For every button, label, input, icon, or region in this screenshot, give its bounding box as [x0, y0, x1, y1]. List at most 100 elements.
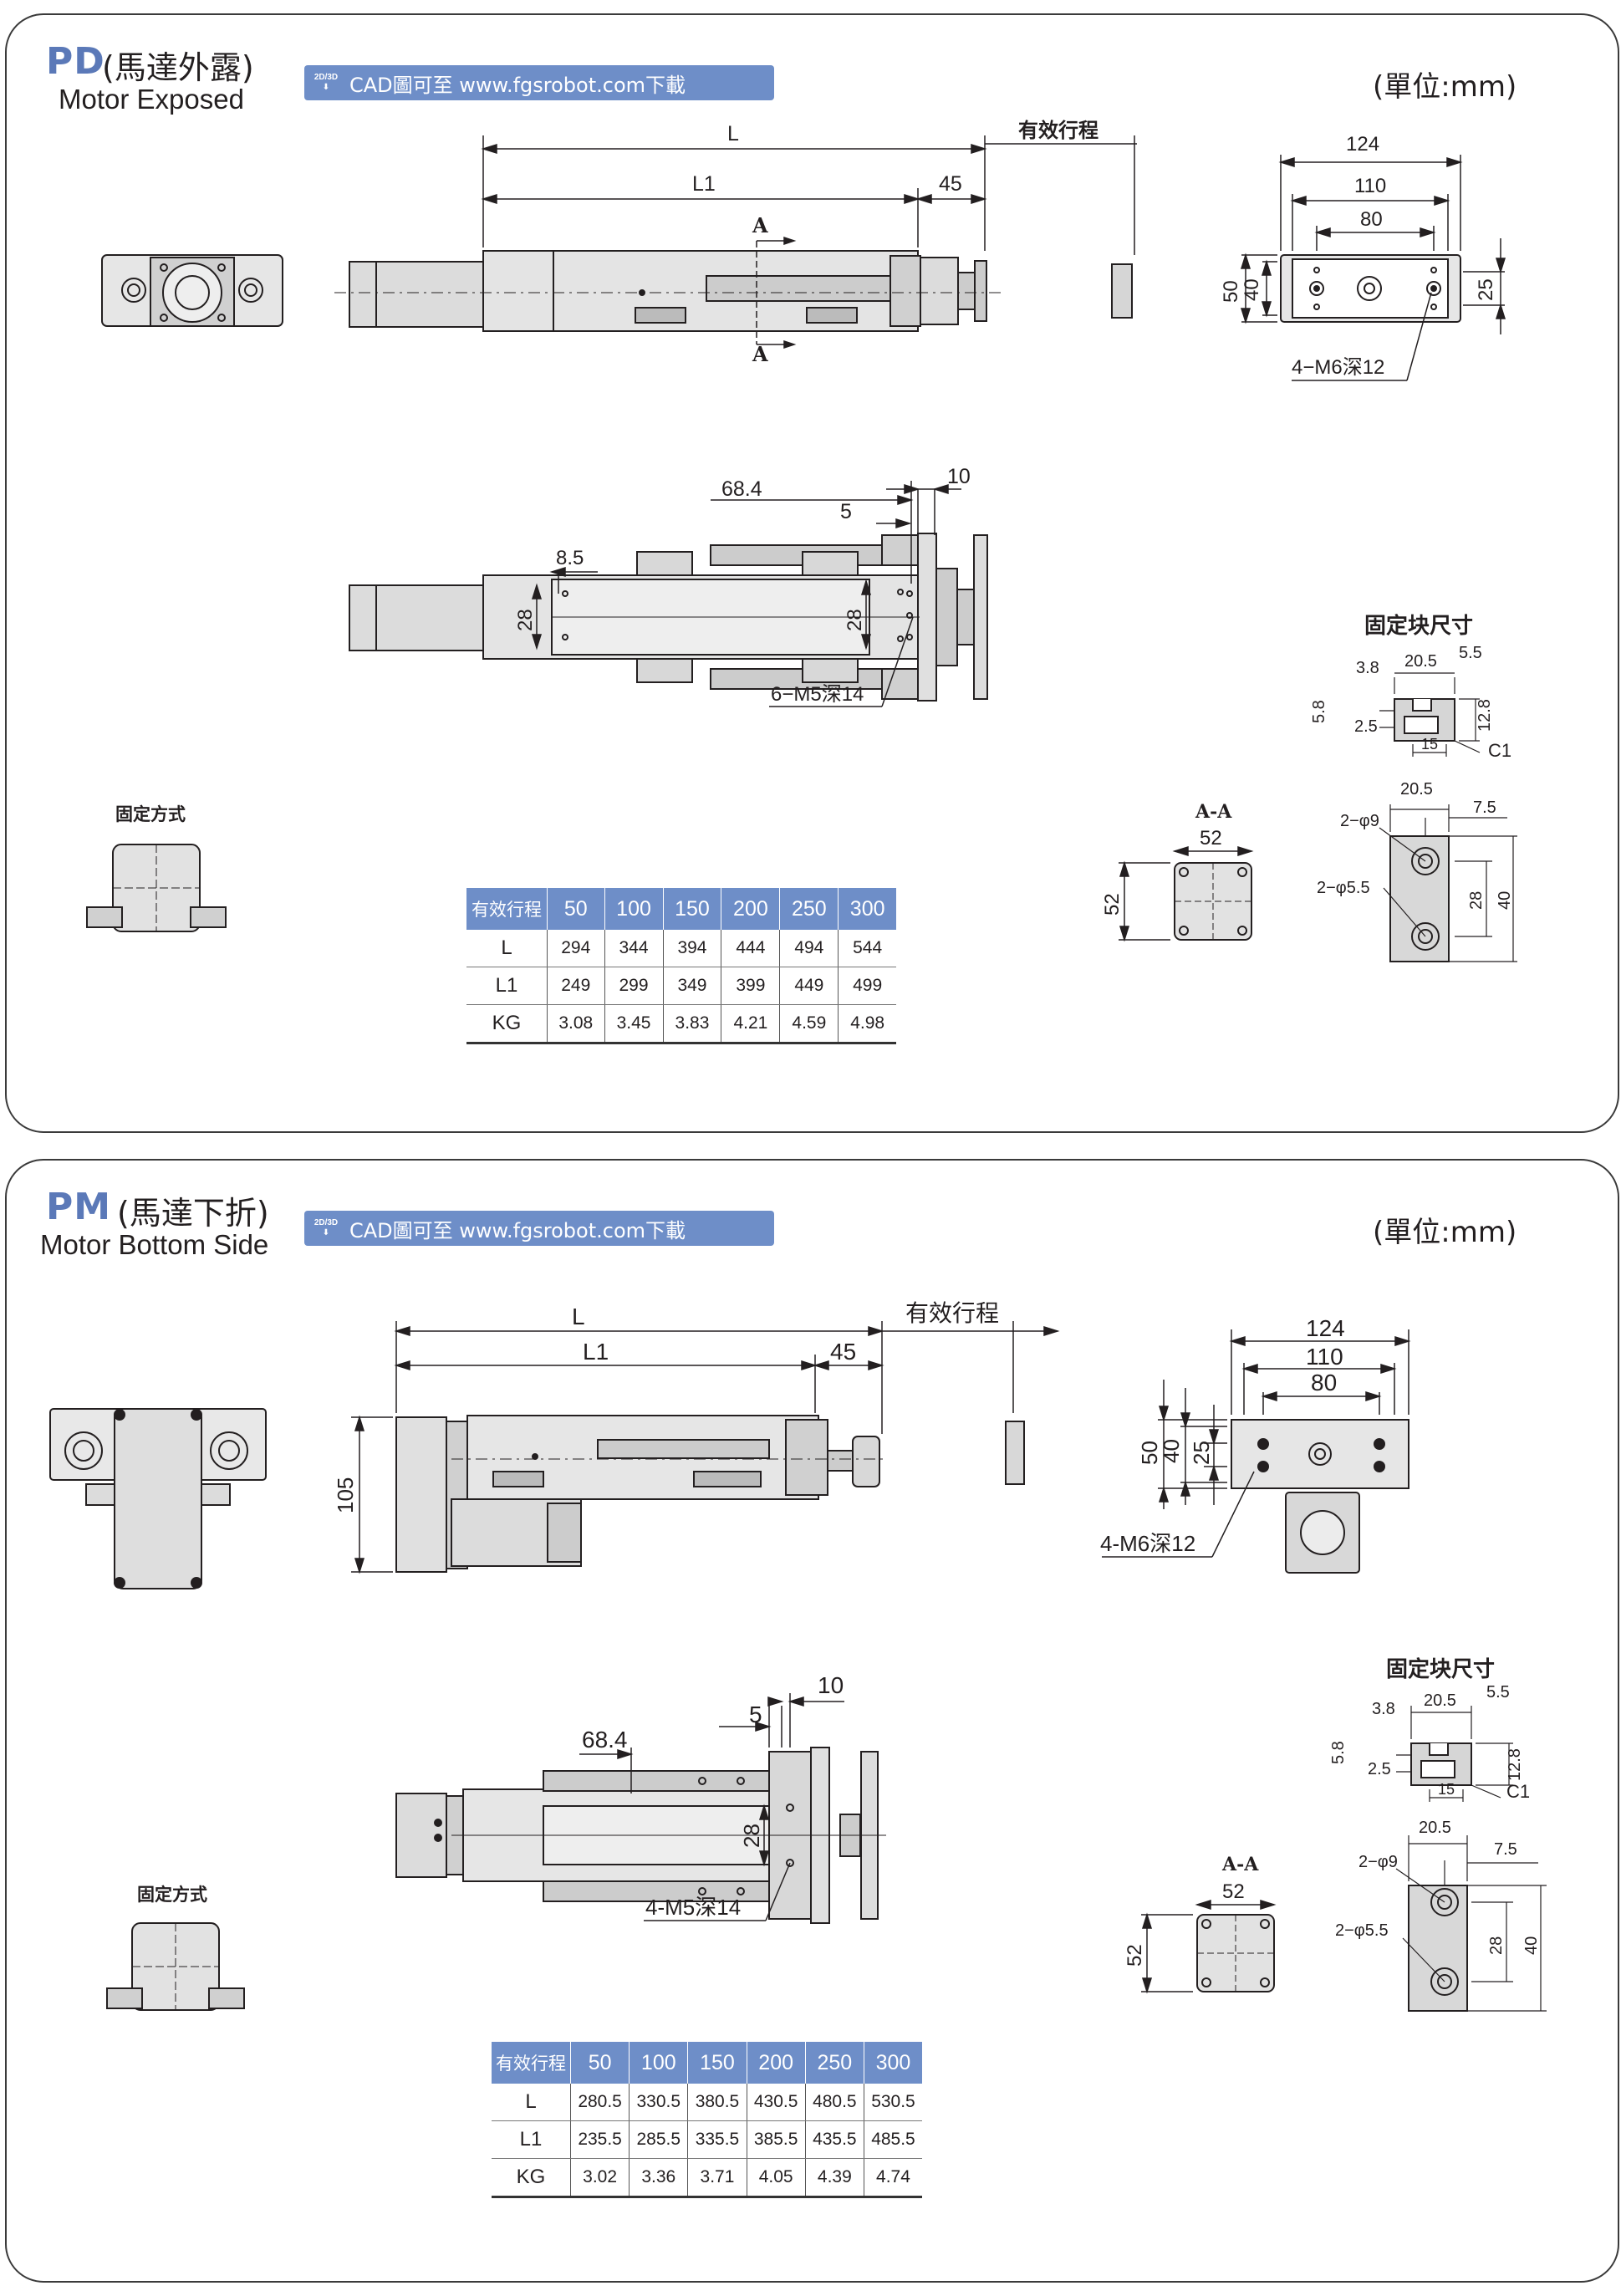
pm-dim-m5: 4-M5深14: [645, 1895, 741, 1920]
pd-plate-28: 28: [1467, 891, 1486, 910]
pd-dim-stroke: 有效行程: [1018, 119, 1099, 142]
pd-mount-method-label: 固定方式: [115, 804, 186, 824]
pd-end-view: [101, 254, 283, 327]
pm-end-view: [49, 1408, 267, 1589]
pm-dim-45: 45: [830, 1339, 856, 1365]
table-row: L1 235.5 285.5 335.5 385.5 435.5 485.5: [492, 2120, 922, 2159]
pd-section-mark-top: A: [752, 213, 768, 237]
table-cell: 444: [721, 930, 781, 967]
pd-drawing: L L1 45 有效行程 A A: [86, 119, 1517, 962]
table-cell: 4.21: [721, 1004, 781, 1044]
pm-block-20-5: 20.5: [1424, 1691, 1456, 1710]
table-cell: 4.05: [747, 2158, 806, 2198]
pm-section-aa: [1141, 1899, 1277, 1994]
table-cell: 299: [604, 967, 664, 1005]
pd-plate-40: 40: [1496, 891, 1514, 910]
table-cell: L: [492, 2084, 571, 2121]
pm-block-5-8: 5.8: [1329, 1741, 1348, 1764]
pd-plate-phi5-5: 2−φ5.5: [1317, 879, 1370, 897]
table-cell: 430.5: [747, 2084, 806, 2121]
table-header-cell: 150: [687, 2042, 747, 2084]
pm-section-label: A-A: [1222, 1854, 1259, 1875]
table-cell: 349: [663, 967, 722, 1005]
table-cell: 335.5: [687, 2120, 747, 2159]
table-cell: KG: [466, 1004, 548, 1044]
table-row: L1 249 299 349 399 449 499: [466, 967, 896, 1005]
pm-plate-40: 40: [1522, 1936, 1541, 1955]
pm-dim-stroke: 有效行程: [905, 1299, 999, 1327]
pm-plate-28: 28: [1487, 1936, 1506, 1955]
pm-dim-68-4: 68.4: [582, 1727, 628, 1753]
pd-block-c1: C1: [1488, 740, 1511, 761]
table-cell: 530.5: [864, 2084, 922, 2121]
table-cell: 294: [547, 930, 605, 967]
pd-dim-40: 40: [1241, 278, 1263, 301]
pm-block-12-8: 12.8: [1506, 1748, 1524, 1781]
pm-dim-40: 40: [1159, 1439, 1184, 1463]
pd-block-3-8: 3.8: [1356, 659, 1379, 677]
table-cell: 380.5: [687, 2084, 747, 2121]
pd-dim-L: L: [727, 122, 739, 145]
table-cell: 499: [838, 967, 896, 1005]
pm-series-code: PM: [46, 1186, 112, 1228]
pm-block-3-8: 3.8: [1372, 1700, 1395, 1718]
pm-right-end-view: [1102, 1329, 1411, 1574]
pd-block-12-8: 12.8: [1476, 699, 1494, 732]
table-cell: KG: [492, 2158, 571, 2198]
table-header-cell: 300: [864, 2042, 922, 2084]
table-cell: 544: [838, 930, 896, 967]
table-cell: 3.02: [570, 2158, 630, 2198]
pm-series-name-en: Motor Bottom Side: [40, 1229, 269, 1260]
table-cell: 399: [721, 967, 781, 1005]
pm-side-dims: [579, 1693, 844, 1921]
table-row: L 294 344 394 444 494 544: [466, 930, 896, 967]
pd-block-15: 15: [1421, 736, 1438, 753]
pd-dim-m5: 6−M5深14: [771, 683, 864, 706]
pm-block-15: 15: [1438, 1781, 1455, 1798]
table-cell: 3.83: [663, 1004, 722, 1044]
pm-cad-download-badge[interactable]: 2D/3D⬇ CAD圖可至 www.fgsrobot.com下載: [304, 1211, 774, 1246]
pd-block-detail: [1379, 672, 1481, 757]
table-cell: 394: [663, 930, 722, 967]
pd-side-view: [349, 533, 988, 702]
pm-dim-124: 124: [1306, 1315, 1345, 1341]
pm-dim-50: 50: [1137, 1441, 1162, 1465]
table-cell: 3.08: [547, 1004, 605, 1044]
table-header-cell: 200: [747, 2042, 806, 2084]
table-cell: 494: [779, 930, 839, 967]
pm-spec-table: 有效行程 50 100 150 200 250 300 L 280.5 330.…: [492, 2042, 922, 2198]
pd-dim-10: 10: [947, 465, 971, 488]
table-header-cell: 50: [547, 888, 605, 930]
table-header-cell: 100: [629, 2042, 689, 2084]
table-cell: 280.5: [570, 2084, 630, 2121]
pd-dim-sec-52h: 52: [1101, 893, 1124, 916]
table-cell: 344: [604, 930, 664, 967]
pd-series-name-cn: (馬達外露): [102, 49, 254, 86]
pd-main-view: [334, 250, 1003, 332]
pd-cad-download-badge[interactable]: 2D/3D⬇ CAD圖可至 www.fgsrobot.com下載: [304, 65, 774, 100]
pm-dim-m6: 4-M6深12: [1100, 1531, 1195, 1556]
table-row: L 280.5 330.5 380.5 430.5 480.5 530.5: [492, 2084, 922, 2121]
pm-dim-105: 105: [333, 1477, 358, 1513]
pd-dim-25: 25: [1475, 278, 1497, 301]
pm-side-view: [395, 1747, 886, 1924]
table-header-cell: 300: [838, 888, 896, 930]
pd-dim-110: 110: [1354, 175, 1386, 197]
pd-block-dim-label: 固定块尺寸: [1364, 614, 1474, 639]
pm-series-name-cn: (馬達下折): [117, 1195, 269, 1232]
pm-plate-phi5-5: 2−φ5.5: [1335, 1921, 1389, 1940]
pm-dim-sec-52h: 52: [1124, 1944, 1146, 1967]
pm-block-plate: [1395, 1835, 1547, 2012]
table-header-cell: 150: [663, 888, 722, 930]
pd-cad-download-icon: 2D/3D⬇: [313, 73, 339, 92]
pm-dim-5: 5: [749, 1702, 762, 1727]
pd-dim-8-5: 8.5: [556, 547, 584, 569]
pm-plate-7-5: 7.5: [1494, 1840, 1517, 1859]
table-cell: 235.5: [570, 2120, 630, 2159]
pd-series-code: PD: [46, 40, 105, 83]
pd-block-5-5: 5.5: [1459, 644, 1482, 662]
pm-block-dim-label: 固定块尺寸: [1386, 1657, 1496, 1682]
pm-cad-download-text: CAD圖可至 www.fgsrobot.com下載: [349, 1218, 686, 1242]
pd-length-dims: [481, 135, 1137, 350]
